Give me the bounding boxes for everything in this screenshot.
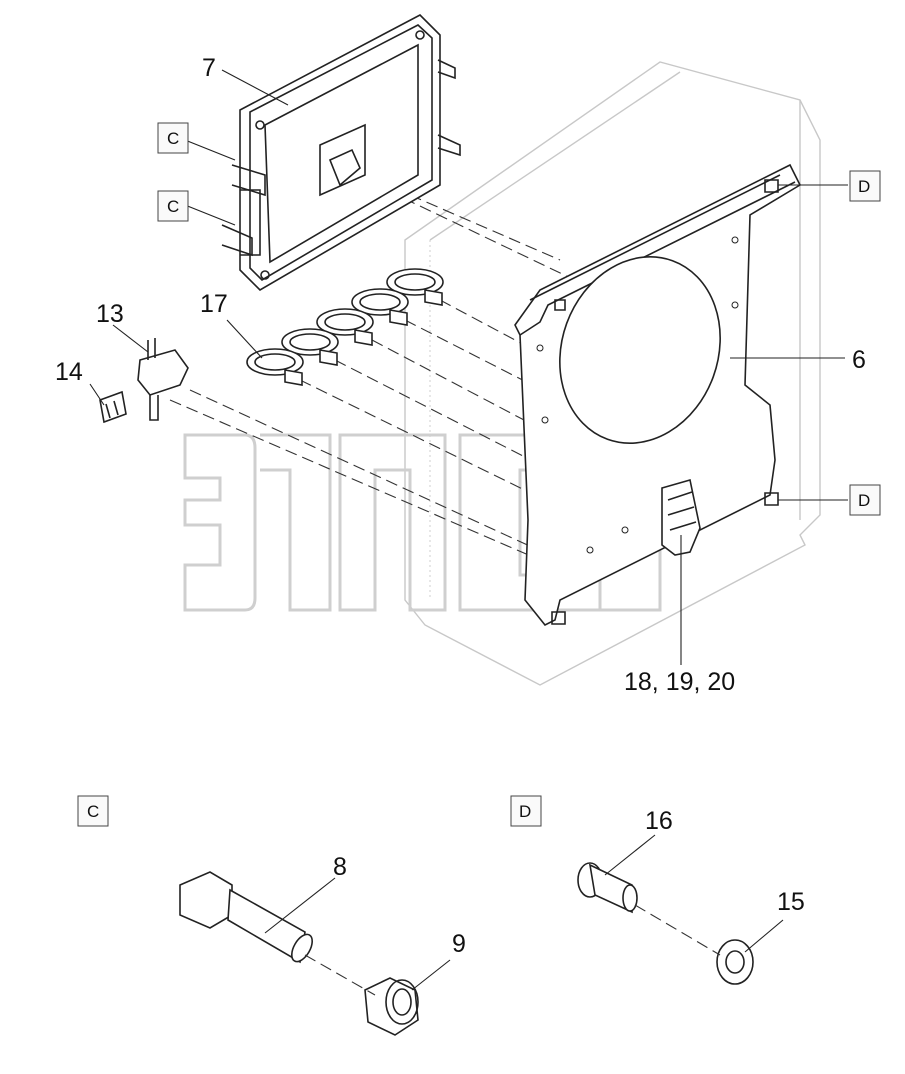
detail-c-label: C: [77, 795, 109, 827]
detail-refs: C C D D C D: [77, 122, 881, 827]
washer-part-15: [716, 939, 754, 985]
callout-18-19-20: 18, 19, 20: [624, 668, 735, 696]
callout-13: 13: [96, 300, 124, 328]
connector: [661, 478, 701, 556]
detail-ref-c-lower: C: [157, 190, 189, 222]
detail-ref-c-upper: C: [157, 122, 189, 154]
part-callouts: 7 6 13 14 17 18, 19, 20 8 9 16 15: [55, 54, 866, 958]
callout-16: 16: [645, 807, 673, 835]
pin-part-16: [577, 862, 638, 914]
leader-lines: [89, 69, 848, 991]
nut-part-9: [364, 977, 419, 1036]
callout-17: 17: [200, 290, 228, 318]
svg-text:D: D: [519, 802, 531, 821]
detail-d-label: D: [510, 795, 542, 827]
svg-text:D: D: [858, 491, 870, 510]
callout-14: 14: [55, 358, 83, 386]
callout-6: 6: [852, 346, 866, 374]
callout-15: 15: [777, 888, 805, 916]
hose-clamps: [246, 268, 444, 386]
callout-8: 8: [333, 853, 347, 881]
mounting-bracket: [514, 163, 802, 627]
svg-text:C: C: [167, 129, 179, 148]
svg-text:C: C: [87, 802, 99, 821]
fuse: [99, 390, 127, 424]
detail-ref-d-lower: D: [849, 484, 881, 516]
bolt-part-8: [179, 871, 314, 964]
control-module: [221, 14, 461, 292]
callout-9: 9: [452, 930, 466, 958]
sensor-valve: [137, 338, 189, 421]
svg-text:D: D: [858, 177, 870, 196]
detail-assembly-lines: [304, 904, 721, 996]
detail-ref-d-upper: D: [849, 170, 881, 202]
svg-text:C: C: [167, 197, 179, 216]
callout-7: 7: [202, 54, 216, 82]
